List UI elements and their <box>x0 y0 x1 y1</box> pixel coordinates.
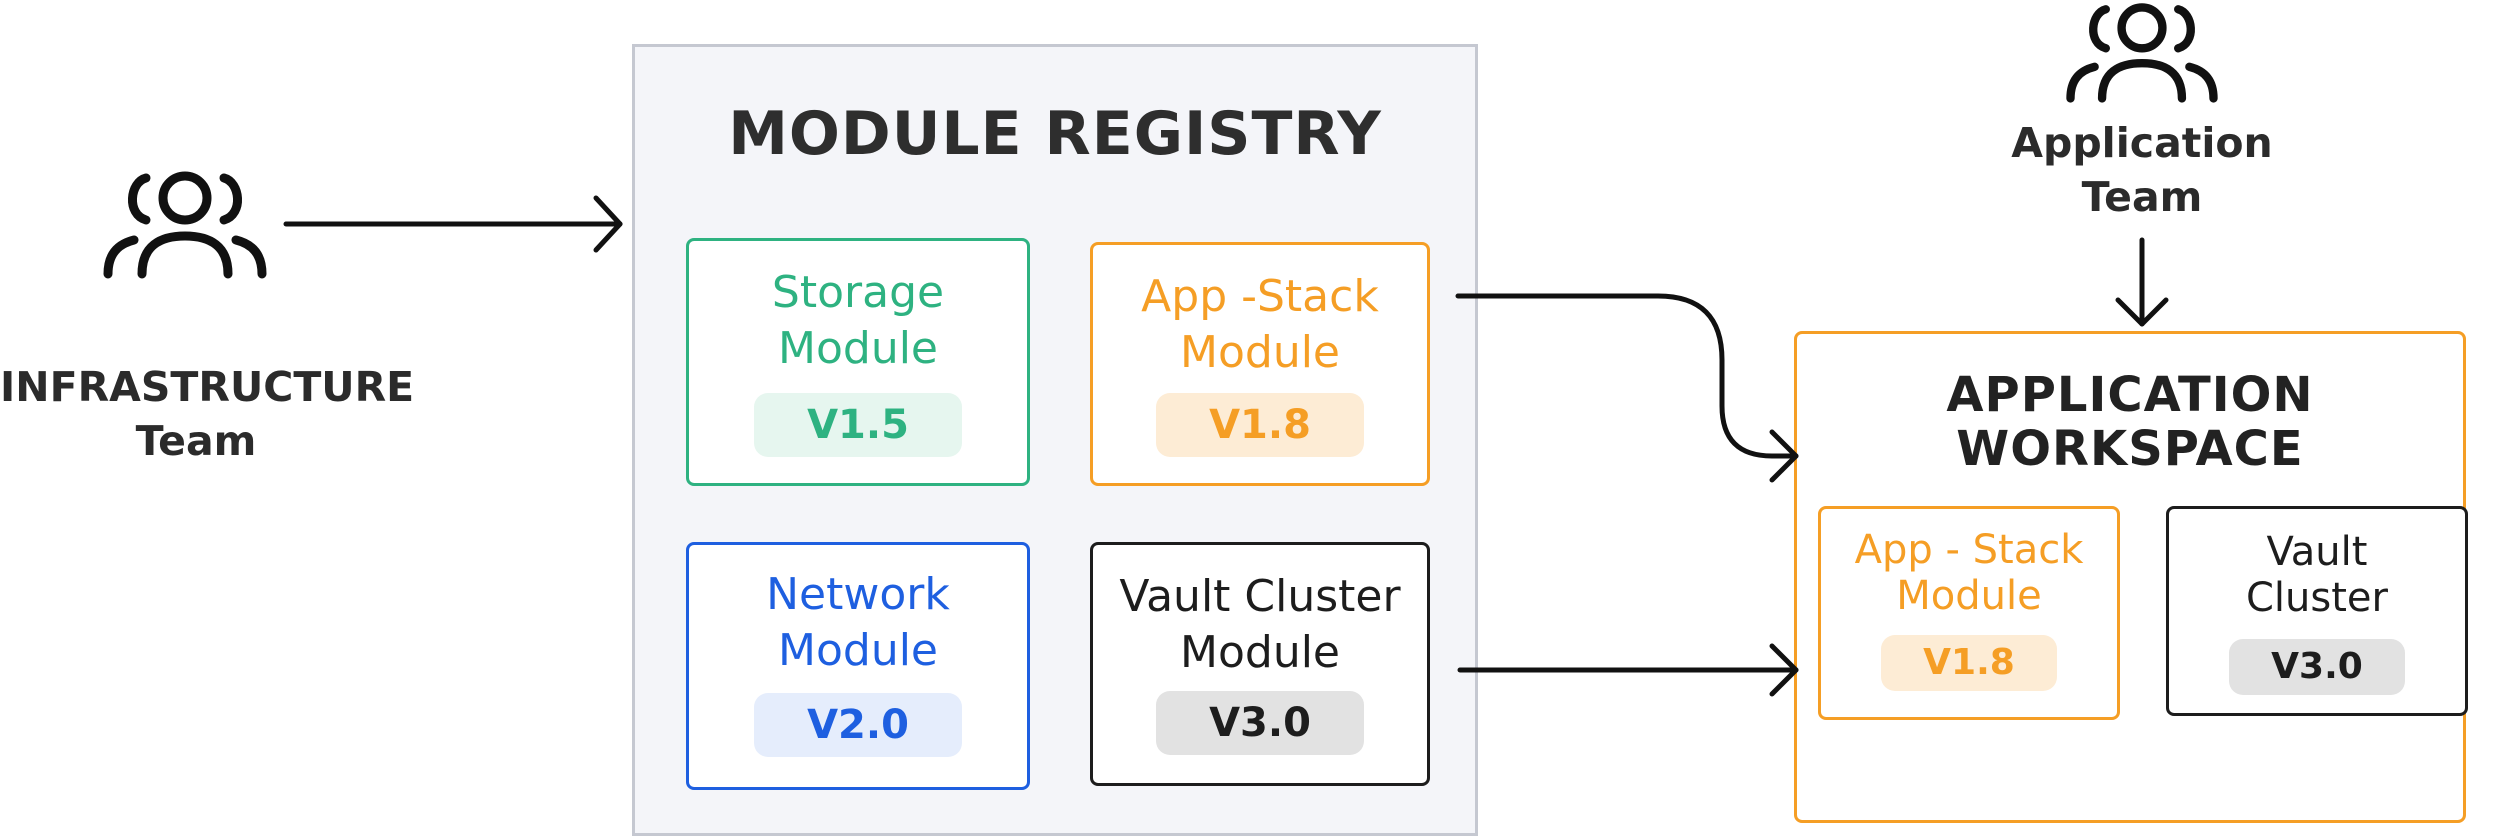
application-workspace-title: APPLICATION WORKSPACE <box>1946 367 2314 477</box>
network-module-name-line2: Module <box>778 625 938 676</box>
storage-module-name-line1: Storage <box>771 267 945 318</box>
workspace-app-stack-name-line2: Module <box>1896 573 2042 619</box>
app-stack-to-workspace-arrow <box>1455 293 1799 459</box>
network-module-version-badge: V2.0 <box>754 693 962 757</box>
storage-module-card[interactable]: Storage Module V1.5 <box>686 238 1030 486</box>
app-team-to-workspace-arrowhead <box>2115 297 2169 327</box>
app-stack-module-version-badge: V1.8 <box>1156 393 1364 457</box>
workspace-app-stack-version-badge: V1.8 <box>1881 635 2057 691</box>
vault-cluster-module-version-badge: V3.0 <box>1156 691 1364 755</box>
vault-cluster-module-name-line1: Vault Cluster <box>1119 571 1401 622</box>
vault-to-workspace-arrowhead <box>1769 643 1799 697</box>
workspace-vault-cluster-name-line2: Cluster <box>2246 575 2388 621</box>
workspace-app-stack-name-line1: App - Stack <box>1854 527 2084 573</box>
storage-module-name-line2: Module <box>778 323 938 374</box>
infrastructure-team-users-icon <box>103 171 267 279</box>
module-registry-title: MODULE REGISTRY <box>728 99 1382 169</box>
app-stack-module-name-line2: Module <box>1180 327 1340 378</box>
workspace-vault-cluster-version-badge: V3.0 <box>2229 639 2405 695</box>
workspace-vault-cluster-name-line1: Vault <box>2266 529 2368 575</box>
app-stack-to-workspace-arrowhead <box>1769 429 1799 483</box>
workspace-app-stack-module-card[interactable]: App - Stack Module V1.8 <box>1818 506 2120 720</box>
application-team-label: Application Team <box>2011 119 2273 221</box>
infrastructure-team-label: INFRASTRUCTURE Team <box>0 363 415 465</box>
app-stack-module-card[interactable]: App -Stack Module V1.8 <box>1090 242 1430 486</box>
network-module-card[interactable]: Network Module V2.0 <box>686 542 1030 790</box>
network-module-name-line1: Network <box>766 569 950 620</box>
vault-cluster-module-name-line2: Module <box>1180 627 1340 678</box>
vault-cluster-module-card[interactable]: Vault Cluster Module V3.0 <box>1090 542 1430 786</box>
application-team-users-icon <box>2066 3 2218 103</box>
infra-to-registry-arrowhead <box>593 195 623 253</box>
workspace-vault-cluster-card[interactable]: Vault Cluster V3.0 <box>2166 506 2468 716</box>
app-stack-module-name-line1: App -Stack <box>1141 271 1379 322</box>
storage-module-version-badge: V1.5 <box>754 393 962 457</box>
